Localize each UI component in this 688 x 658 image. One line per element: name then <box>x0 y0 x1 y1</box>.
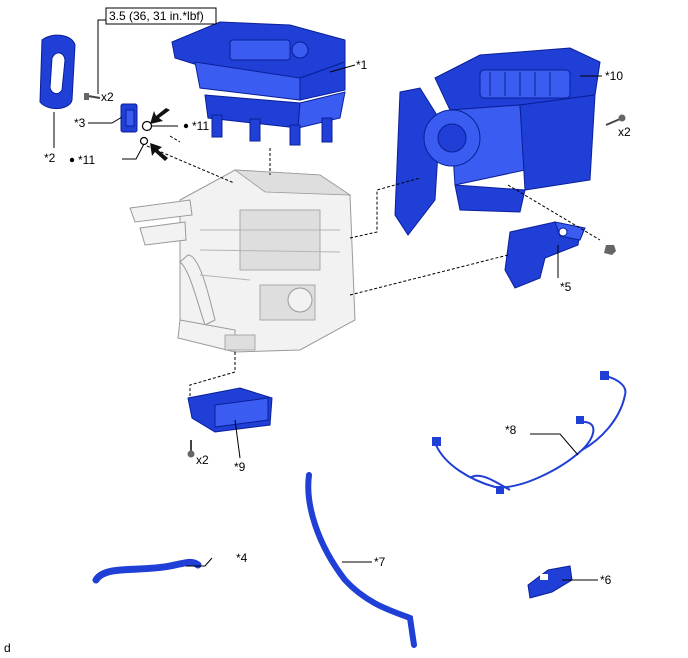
label-part-11-lower: *11 <box>78 153 95 167</box>
label-part-7: *7 <box>374 555 386 569</box>
control-module <box>187 387 273 433</box>
upper-air-duct-case <box>171 21 346 146</box>
label-part-2: *2 <box>44 151 56 165</box>
heater-assembly-ghost <box>129 169 356 353</box>
label-part-6: *6 <box>600 573 612 587</box>
drain-hose <box>92 558 202 584</box>
bracket <box>504 221 586 289</box>
label-part-1: *1 <box>356 58 368 72</box>
o-ring-lower <box>139 136 149 146</box>
torque-spec-box: 3.5 (36, 31 in.*lbf) <box>105 7 217 25</box>
qty-screw-top: x2 <box>101 90 114 104</box>
clamp-clip <box>527 565 573 599</box>
bullet-dot-icon <box>69 157 75 163</box>
screw-bottom-icon <box>187 440 195 458</box>
o-ring-upper <box>141 120 153 132</box>
wire-harness <box>432 371 627 494</box>
arrow-upper-icon <box>150 108 170 124</box>
torque-spec-text: 3.5 (36, 31 in.*lbf) <box>109 9 204 23</box>
label-part-9: *9 <box>234 460 246 474</box>
qty-screw-right: x2 <box>618 125 631 139</box>
screw-right-icon <box>605 114 626 126</box>
bullet-dot-icon <box>183 123 189 129</box>
bolt-icon <box>604 245 616 255</box>
expansion-valve <box>120 103 138 133</box>
screw-top-icon <box>84 93 101 100</box>
label-part-10: *10 <box>605 69 623 83</box>
label-part-8: *8 <box>505 423 517 437</box>
long-drain-hose <box>305 472 417 648</box>
seal-gasket <box>39 34 76 109</box>
label-part-5: *5 <box>560 280 572 294</box>
blower-unit <box>394 47 601 236</box>
arrow-lower-icon <box>150 143 168 161</box>
label-part-11-upper: *11 <box>192 119 209 133</box>
illustration-code: d <box>4 641 11 655</box>
label-part-4: *4 <box>236 551 248 565</box>
qty-screw-bottom: x2 <box>196 453 209 467</box>
label-part-3: *3 <box>74 116 86 130</box>
